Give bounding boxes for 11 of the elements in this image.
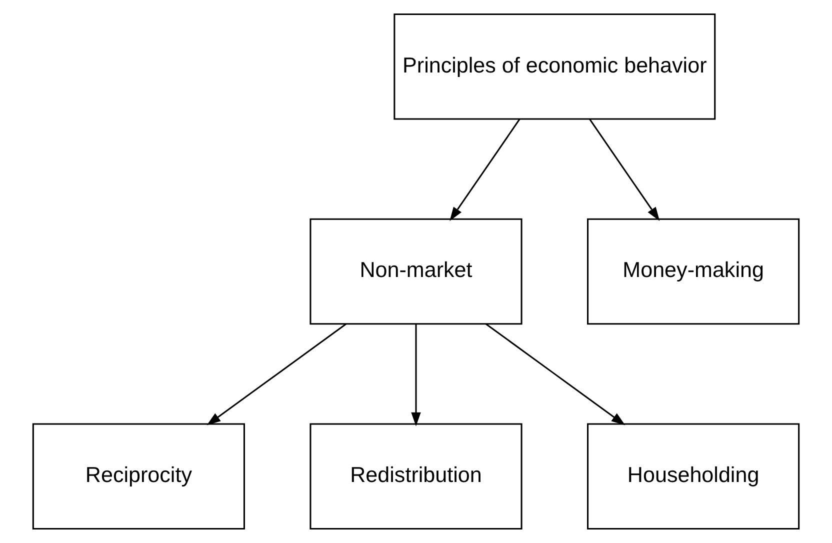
arrow — [450, 118, 520, 221]
arrow — [589, 118, 660, 221]
node-box: Non-market — [310, 218, 522, 325]
node-box: Householding — [587, 423, 800, 530]
node-box: Money-making — [587, 218, 800, 325]
node-box: Redistribution — [310, 423, 522, 530]
arrow — [206, 323, 346, 426]
arrow — [486, 323, 626, 426]
arrow — [411, 324, 421, 426]
node-box: Principles of economic behavior — [394, 13, 716, 120]
node-box: Reciprocity — [32, 423, 245, 530]
